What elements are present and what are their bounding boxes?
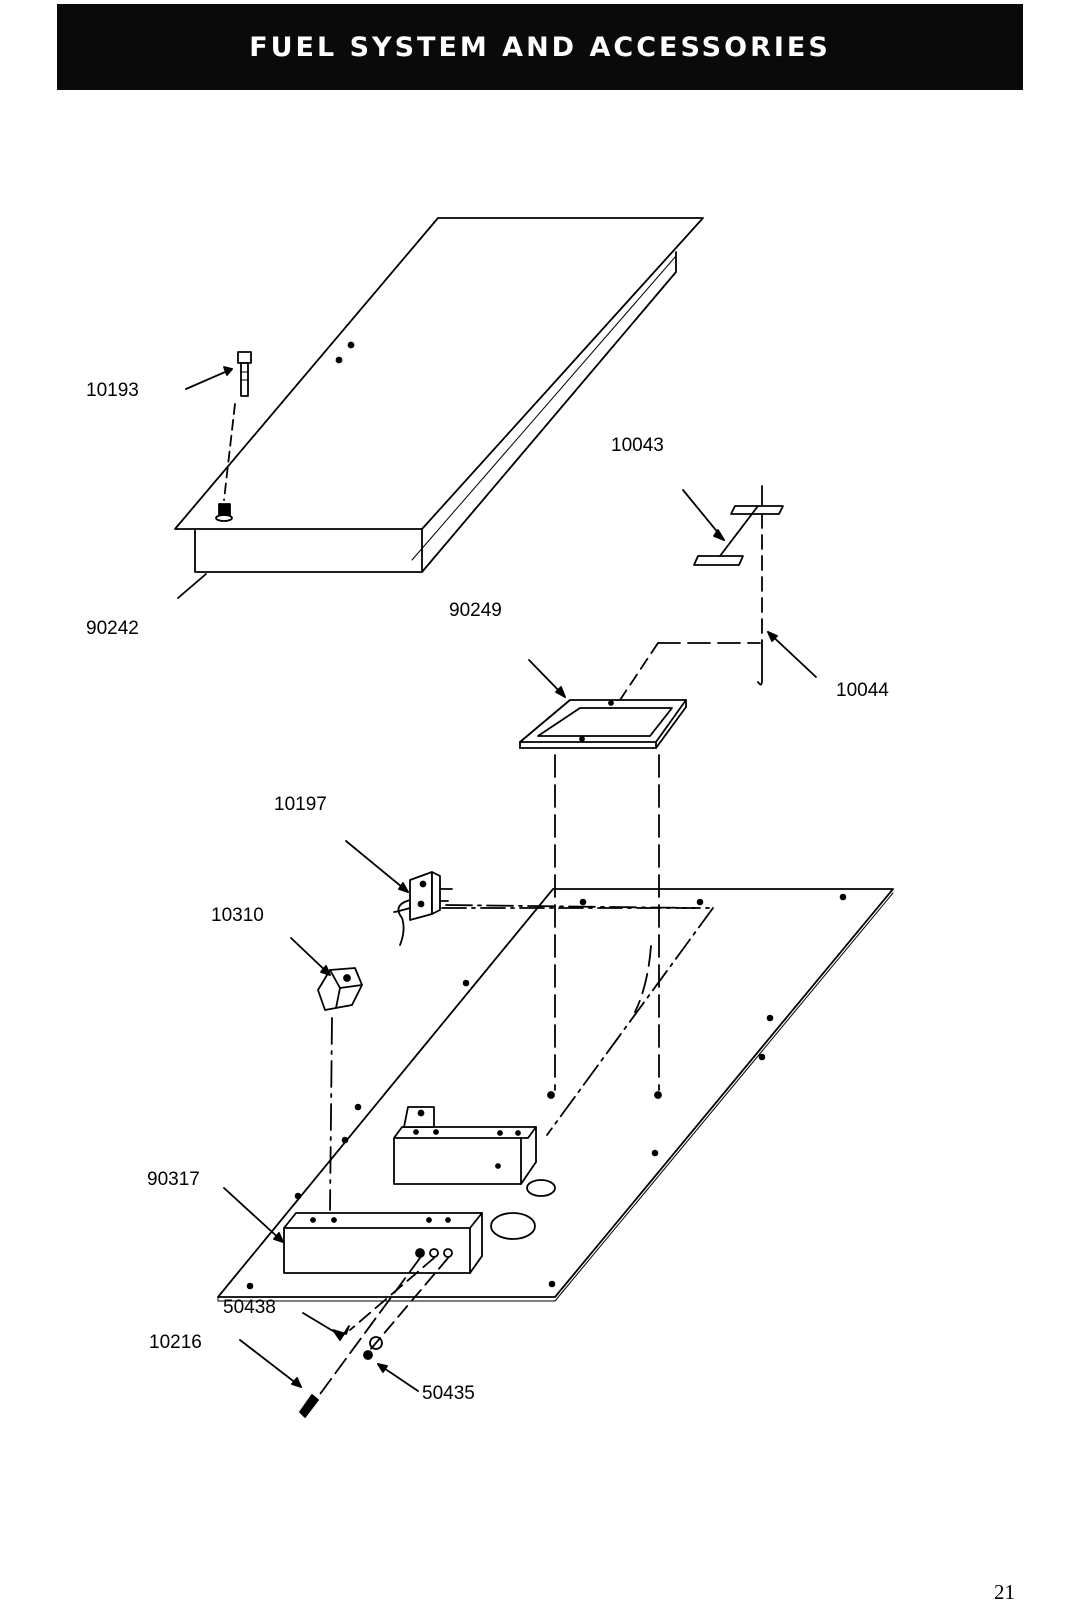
leader-lines [177, 366, 817, 1392]
part-label-90317: 90317 [147, 1169, 200, 1190]
fuel-cap-drawing [223, 351, 252, 501]
fuel-tank-drawing [174, 217, 704, 573]
part-label-10043: 10043 [611, 435, 664, 456]
floor-plate-drawing [217, 888, 894, 1302]
part-label-10216: 10216 [149, 1332, 202, 1353]
part-label-50435: 50435 [422, 1383, 475, 1404]
lower-bracket-drawing [283, 1212, 483, 1274]
part-label-10310: 10310 [211, 905, 264, 926]
part-label-50438: 50438 [223, 1297, 276, 1318]
page-title: FUEL SYSTEM AND ACCESSORIES [249, 31, 831, 63]
solenoid-drawing [317, 967, 363, 1211]
part-label-90242: 90242 [86, 618, 139, 639]
part-label-10197: 10197 [274, 794, 327, 815]
upper-bracket-drawing [393, 1106, 537, 1185]
hardware-drawing [299, 1257, 449, 1418]
header-bar: FUEL SYSTEM AND ACCESSORIES [57, 4, 1023, 90]
hold-down-strap-drawing [693, 485, 784, 686]
switch-drawing [393, 871, 696, 946]
part-label-90249: 90249 [449, 600, 502, 621]
part-label-10193: 10193 [86, 380, 139, 401]
page-number: 21 [994, 1580, 1015, 1604]
tank-frame-drawing [519, 642, 761, 749]
part-label-10044: 10044 [836, 680, 889, 701]
